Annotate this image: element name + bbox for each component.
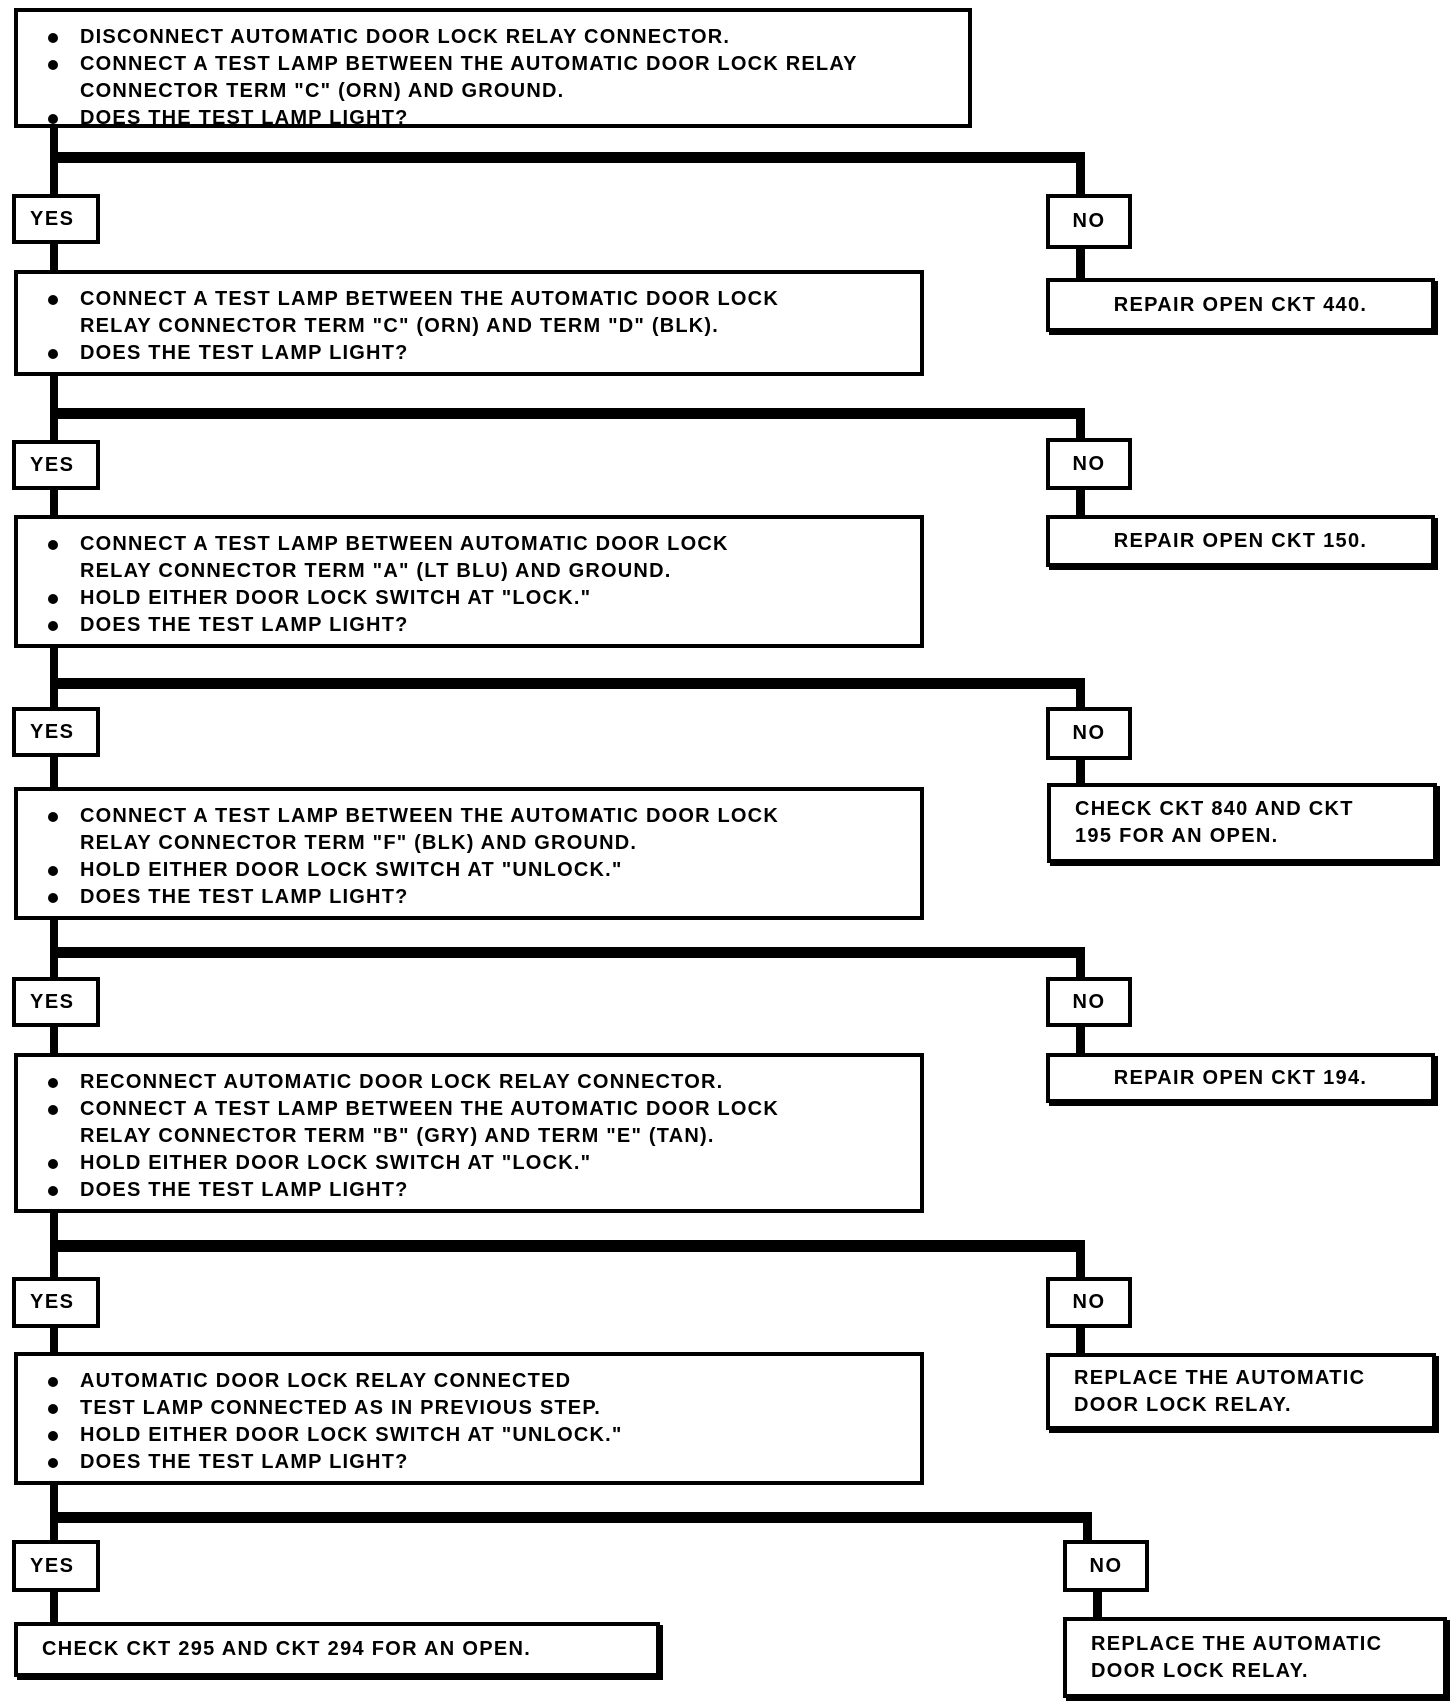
step-1-no-connector: [1076, 152, 1085, 196]
step-2-branch-bar: [50, 408, 1085, 419]
step-3-no-label: NO: [1046, 707, 1132, 760]
step-6-bullet-3: HOLD EITHER DOOR LOCK SWITCH AT "UNLOCK.…: [32, 1422, 910, 1449]
step-3-bullet-3: DOES THE TEST LAMP LIGHT?: [32, 612, 910, 639]
step-3-no-result-connector: [1076, 760, 1085, 783]
step-2-bullet-1: CONNECT A TEST LAMP BETWEEN THE AUTOMATI…: [32, 286, 910, 340]
step-2-no-label: NO: [1046, 438, 1132, 490]
step-5-no-label: NO: [1046, 1277, 1132, 1328]
step-4-bullet-1: CONNECT A TEST LAMP BETWEEN THE AUTOMATI…: [32, 803, 910, 857]
step-6-branch-bar: [50, 1512, 1092, 1523]
step-3-no-connector: [1076, 678, 1085, 708]
step-6-question-box: AUTOMATIC DOOR LOCK RELAY CONNECTED TEST…: [14, 1352, 924, 1485]
step-5-branch-bar: [50, 1240, 1085, 1252]
step-2-no-result-box: REPAIR OPEN CKT 150.: [1046, 515, 1435, 567]
step-4-bullet-3: DOES THE TEST LAMP LIGHT?: [32, 884, 910, 911]
step-1-bullet-3: DOES THE TEST LAMP LIGHT?: [32, 105, 958, 132]
step-1-question-box: DISCONNECT AUTOMATIC DOOR LOCK RELAY CON…: [14, 8, 972, 129]
step-5-yes-label: YES: [12, 1277, 100, 1328]
step-1-no-result-box: REPAIR OPEN CKT 440.: [1046, 278, 1435, 332]
step-6-yes-result-connector: [50, 1592, 58, 1622]
step-3-branch-bar: [50, 678, 1085, 689]
step-2-next-connector: [50, 490, 58, 515]
step-4-no-result-connector: [1076, 1027, 1085, 1053]
step-6-yes-label: YES: [12, 1540, 100, 1592]
step-3-bullet-1: CONNECT A TEST LAMP BETWEEN AUTOMATIC DO…: [32, 531, 910, 585]
step-6-no-connector: [1083, 1512, 1092, 1540]
step-5-question-box: RECONNECT AUTOMATIC DOOR LOCK RELAY CONN…: [14, 1053, 924, 1213]
step-4-no-label: NO: [1046, 977, 1132, 1027]
step-3-bullet-2: HOLD EITHER DOOR LOCK SWITCH AT "LOCK.": [32, 585, 910, 612]
step-2-no-result-connector: [1076, 490, 1085, 515]
step-5-bullet-3: HOLD EITHER DOOR LOCK SWITCH AT "LOCK.": [32, 1150, 910, 1177]
step-3-yes-label: YES: [12, 707, 100, 757]
step-4-no-result-box: REPAIR OPEN CKT 194.: [1046, 1053, 1435, 1103]
step-5-bullet-4: DOES THE TEST LAMP LIGHT?: [32, 1177, 910, 1204]
step-6-bullet-2: TEST LAMP CONNECTED AS IN PREVIOUS STEP.: [32, 1395, 910, 1422]
step-5-bullet-2: CONNECT A TEST LAMP BETWEEN THE AUTOMATI…: [32, 1096, 910, 1150]
step-3-no-result-box: CHECK CKT 840 AND CKT 195 FOR AN OPEN.: [1047, 783, 1437, 863]
step-5-no-result-connector: [1076, 1328, 1085, 1353]
step-2-bullet-2: DOES THE TEST LAMP LIGHT?: [32, 340, 910, 367]
step-5-bullet-1: RECONNECT AUTOMATIC DOOR LOCK RELAY CONN…: [32, 1069, 910, 1096]
step-6-no-result-box: REPLACE THE AUTOMATIC DOOR LOCK RELAY.: [1063, 1617, 1447, 1698]
step-2-no-connector: [1076, 408, 1085, 440]
step-2-question-box: CONNECT A TEST LAMP BETWEEN THE AUTOMATI…: [14, 270, 924, 376]
step-6-no-label: NO: [1063, 1540, 1149, 1592]
final-yes-result-box: CHECK CKT 295 AND CKT 294 FOR AN OPEN.: [14, 1622, 660, 1677]
step-4-no-connector: [1076, 947, 1085, 978]
step-4-yes-label: YES: [12, 977, 100, 1027]
step-1-bullet-2: CONNECT A TEST LAMP BETWEEN THE AUTOMATI…: [32, 51, 958, 105]
step-5-no-connector: [1076, 1240, 1085, 1278]
step-5-no-result-box: REPLACE THE AUTOMATIC DOOR LOCK RELAY.: [1046, 1353, 1436, 1430]
step-6-no-result-connector: [1093, 1592, 1102, 1617]
step-4-bullet-2: HOLD EITHER DOOR LOCK SWITCH AT "UNLOCK.…: [32, 857, 910, 884]
step-6-bullet-4: DOES THE TEST LAMP LIGHT?: [32, 1449, 910, 1476]
step-4-branch-bar: [50, 947, 1085, 958]
step-6-bullet-1: AUTOMATIC DOOR LOCK RELAY CONNECTED: [32, 1368, 910, 1395]
step-1-no-label: NO: [1046, 194, 1132, 249]
step-1-bullet-1: DISCONNECT AUTOMATIC DOOR LOCK RELAY CON…: [32, 24, 958, 51]
step-5-next-connector: [50, 1328, 58, 1352]
step-2-yes-label: YES: [12, 440, 100, 490]
step-1-yes-label: YES: [12, 194, 100, 244]
step-1-no-result-connector: [1076, 249, 1085, 279]
step-4-next-connector: [50, 1027, 58, 1053]
step-4-question-box: CONNECT A TEST LAMP BETWEEN THE AUTOMATI…: [14, 787, 924, 920]
step-3-question-box: CONNECT A TEST LAMP BETWEEN AUTOMATIC DO…: [14, 515, 924, 648]
step-1-next-connector: [50, 244, 58, 272]
step-1-branch-bar: [50, 152, 1085, 163]
step-3-next-connector: [50, 757, 58, 787]
